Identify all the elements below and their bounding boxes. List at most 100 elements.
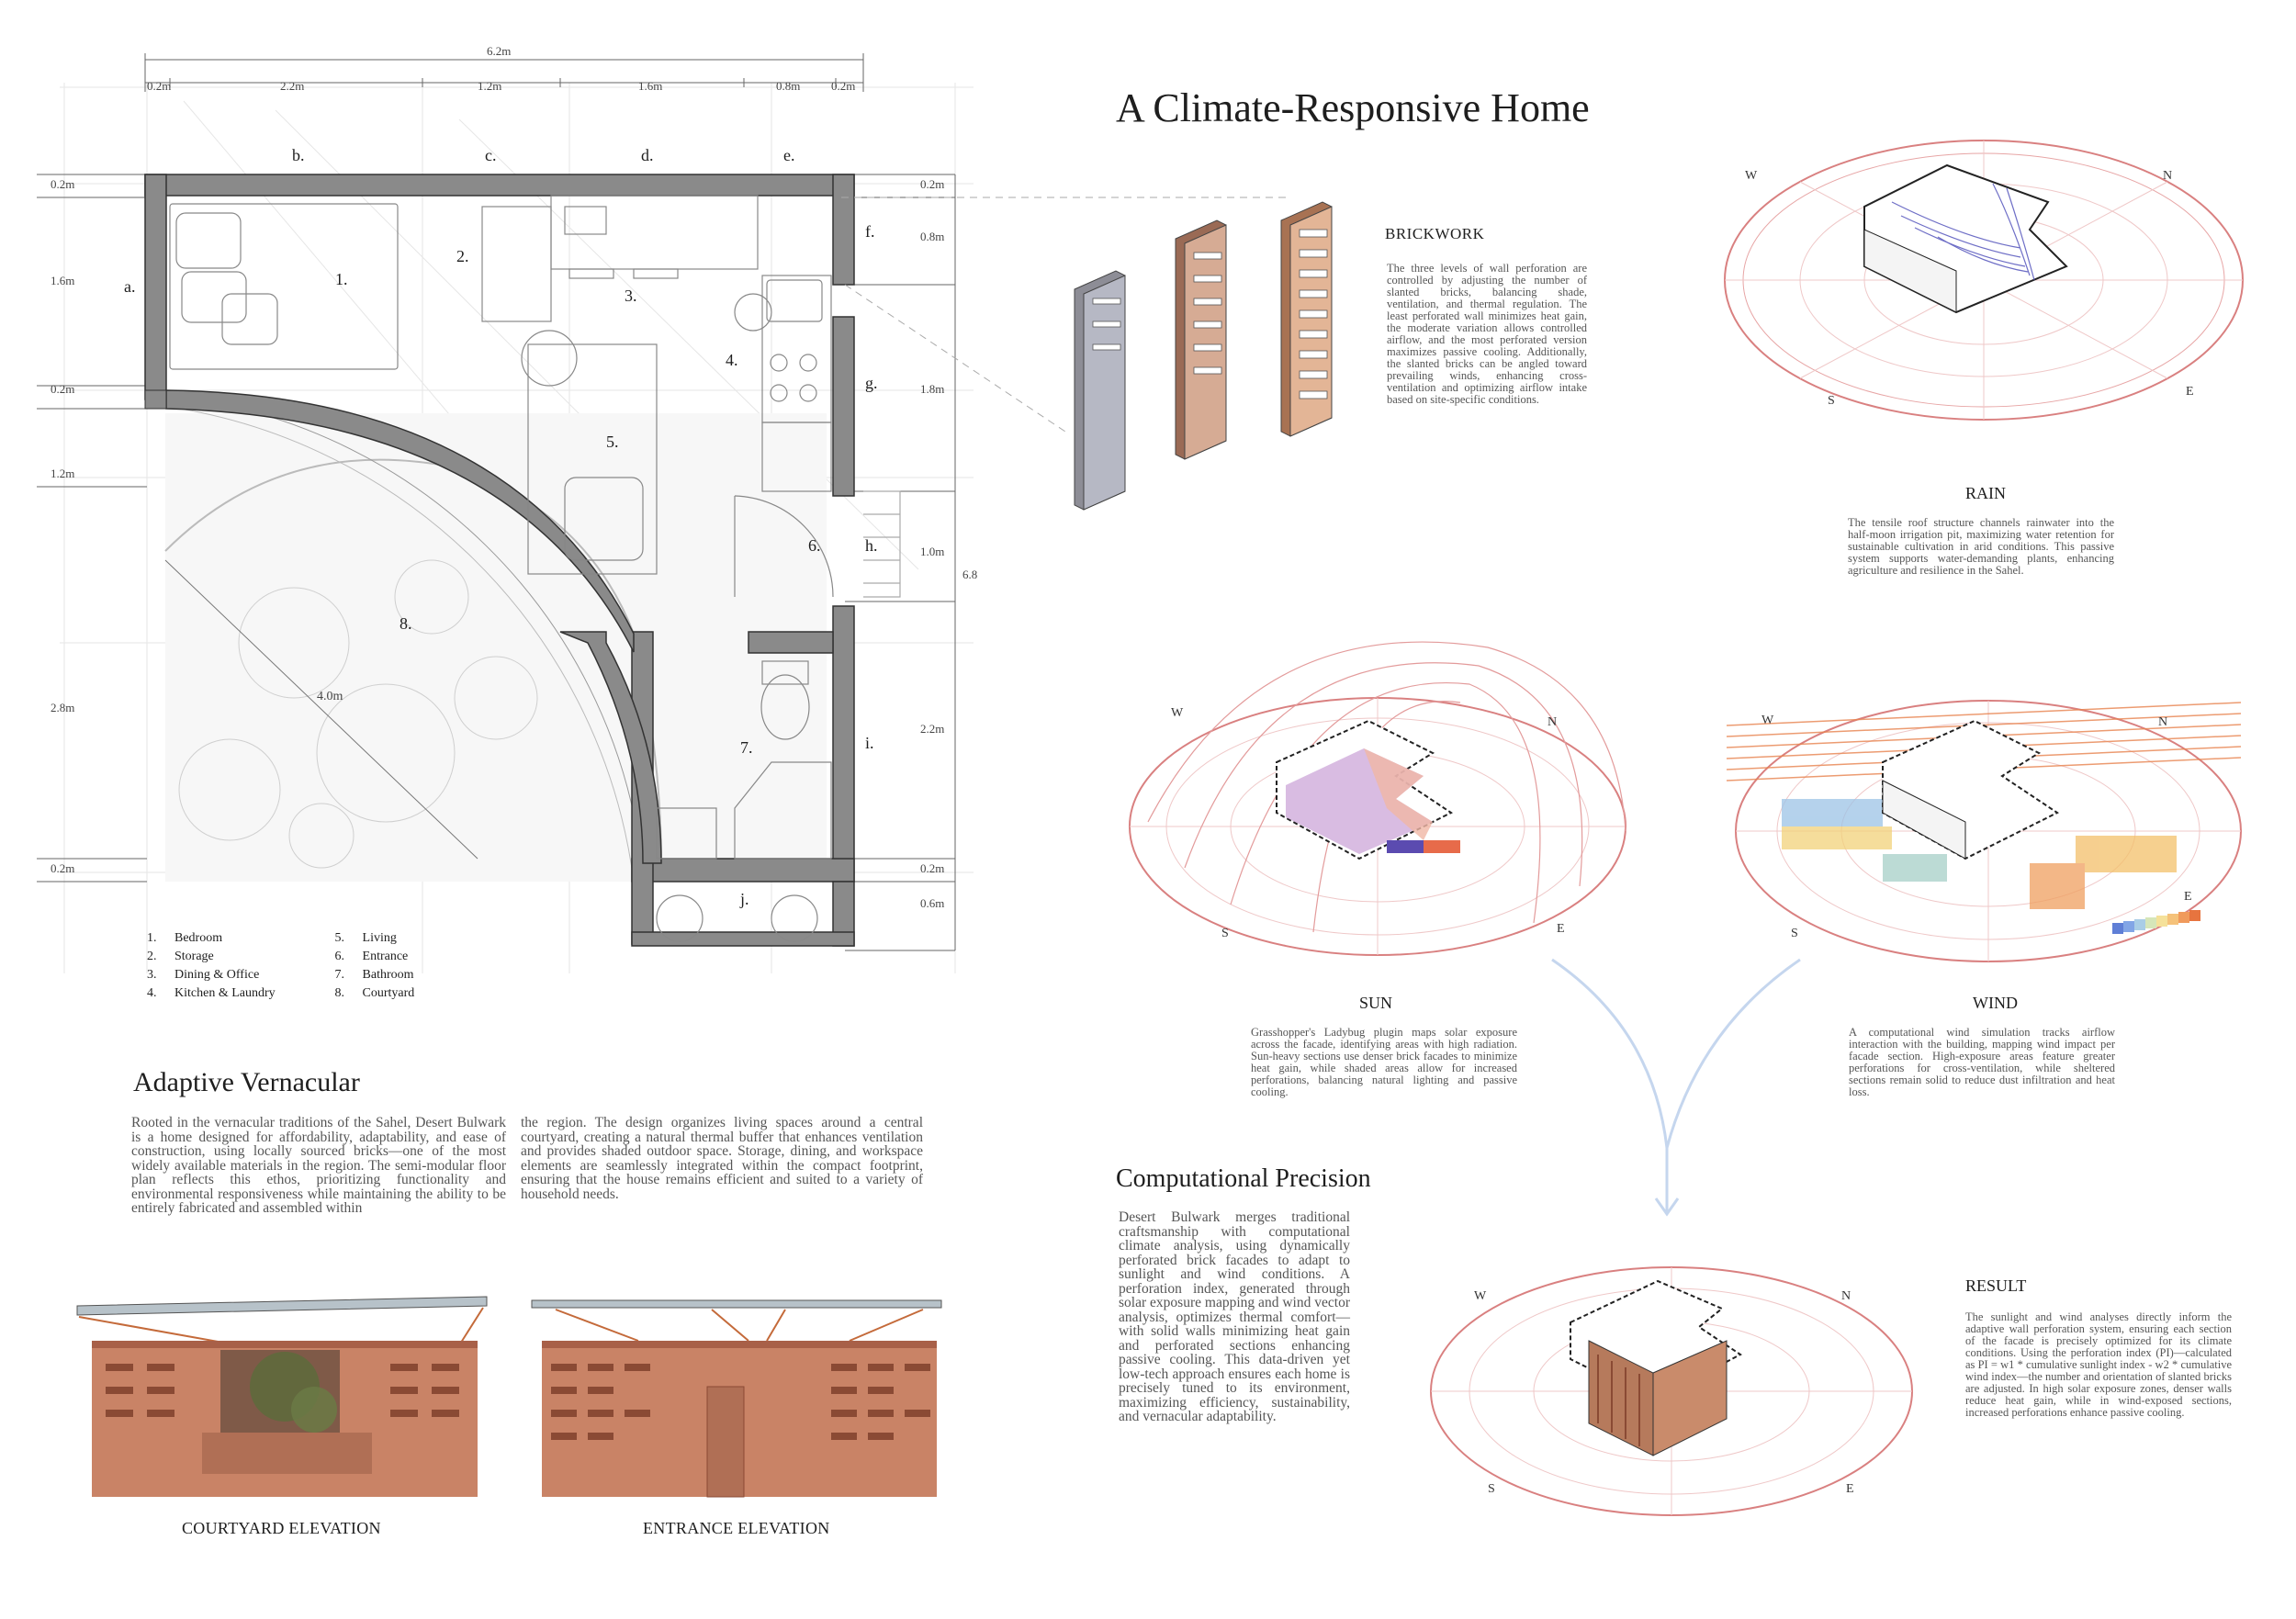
courtyard-radius-label: 4.0m [317, 690, 343, 703]
compass-s: S [1828, 394, 1835, 408]
wall-letter: j. [739, 890, 749, 908]
dimension-labels: 6.2m 0.2m 2.2m 1.2m 1.6m 0.8m 0.2m 0.2m … [51, 44, 977, 910]
adaptive-heading: Adaptive Vernacular [133, 1067, 360, 1097]
furniture [169, 195, 901, 942]
compass-n: N [1548, 715, 1557, 729]
room-number: 6. [808, 536, 821, 555]
room-number: 1. [335, 270, 348, 288]
flow-arrows [1551, 958, 1801, 1217]
compass-w: W [1474, 1289, 1487, 1303]
room-number: 5. [606, 433, 619, 451]
rain-text: The tensile roof structure channels rain… [1848, 516, 2114, 577]
sun-text: Grasshopper's Ladybug plugin maps solar … [1251, 1026, 1517, 1098]
result-diagram: W N S E [1430, 1266, 1913, 1516]
compass-s: S [1488, 1482, 1495, 1496]
compass-n: N [2158, 715, 2167, 729]
wall-letter: e. [783, 146, 795, 164]
page-title: A Climate-Responsive Home [1116, 85, 1590, 130]
dim-right: 0.6m [920, 896, 944, 910]
legend-item: 4.Kitchen & Laundry [147, 986, 276, 1000]
dim-right: 2.2m [920, 722, 944, 736]
brickwork-text: The three levels of wall perforation are… [1387, 262, 1587, 406]
dim-right: 0.8m [920, 230, 944, 243]
brick-samples [836, 197, 1333, 511]
dim-left: 0.2m [51, 382, 74, 396]
dim-top: 2.2m [280, 79, 304, 93]
dim-top: 1.6m [638, 79, 662, 93]
legend-item: 5.Living [334, 931, 397, 945]
dim-total-height: 6.8 [962, 568, 977, 581]
entrance-elevation [531, 1299, 942, 1498]
wind-legend-bar [2112, 910, 2200, 934]
brickwork-heading: BRICKWORK [1385, 225, 1485, 242]
room-number: 4. [726, 351, 738, 369]
shower [734, 761, 832, 860]
living-rug [527, 343, 658, 575]
compass-e: E [2186, 385, 2194, 399]
dim-right: 1.8m [920, 382, 944, 396]
compass-w: W [1761, 714, 1774, 727]
floor-plan: 6.2m 0.2m 2.2m 1.2m 1.6m 0.8m 0.2m 0.2m … [37, 44, 977, 973]
brick-wall-least-perforated [1074, 270, 1126, 511]
legend-item: 8.Courtyard [334, 986, 415, 1000]
compass-e: E [1557, 922, 1565, 936]
entrance-elevation-caption: ENTRANCE ELEVATION [643, 1519, 830, 1537]
sun-heading: SUN [1359, 994, 1393, 1012]
dim-left: 2.8m [51, 701, 74, 714]
result-text: The sunlight and wind analyses directly … [1965, 1310, 2232, 1419]
wall-letter: d. [641, 146, 654, 164]
dim-right: 1.0m [920, 545, 944, 558]
exterior-walls [144, 174, 855, 947]
compass-e: E [1846, 1482, 1854, 1496]
compass-e: E [2184, 890, 2192, 904]
wall-letter: h. [865, 536, 878, 555]
room-legend: 1.Bedroom 2.Storage 3.Dining & Office 4.… [147, 929, 459, 1003]
laundry [761, 422, 832, 492]
wind-heading: WIND [1973, 994, 2018, 1012]
room-numbers: 1. 2. 3. 4. 5. 6. 7. 8. [335, 247, 821, 757]
legend-item: 6.Entrance [334, 950, 409, 963]
dim-top: 1.2m [478, 79, 501, 93]
wind-text: A computational wind simulation tracks a… [1849, 1026, 2115, 1098]
entrance-door-swing [734, 495, 834, 598]
dim-total-width: 6.2m [487, 44, 511, 58]
armchair [564, 477, 644, 561]
adaptive-text-col2: the region. The design organizes living … [521, 1115, 923, 1202]
wall-letter: b. [292, 146, 305, 164]
compass-n: N [2163, 169, 2172, 183]
room-number: 3. [625, 287, 637, 305]
legend-item: 1.Bedroom [147, 931, 223, 945]
result-heading: RESULT [1965, 1276, 2027, 1295]
sink [656, 807, 717, 860]
legend-item: 3.Dining & Office [147, 968, 260, 982]
legend-item: 2.Storage [147, 950, 214, 963]
dim-top: 0.2m [831, 79, 855, 93]
wall-letter: f. [865, 222, 875, 241]
dim-top: 0.8m [776, 79, 800, 93]
toilet [760, 674, 810, 740]
room-number: 7. [740, 738, 753, 757]
wall-letter: a. [124, 277, 136, 296]
room-number: 8. [400, 614, 412, 633]
courtyard-vegetation [178, 559, 538, 869]
compass-w: W [1745, 169, 1758, 183]
wall-letters: a. b. c. d. e. f. g. h. i. j. [124, 146, 878, 908]
wall-letter: g. [865, 374, 878, 392]
compass-s: S [1221, 927, 1229, 940]
computational-text: Desert Bulwark merges traditional crafts… [1119, 1209, 1350, 1424]
legend-item: 7.Bathroom [334, 968, 414, 982]
dim-left: 1.2m [51, 467, 74, 480]
sun-diagram: W N S E [1129, 641, 1626, 956]
rain-heading: RAIN [1965, 484, 2006, 502]
compass-s: S [1791, 927, 1798, 940]
wind-diagram: W N S E [1726, 700, 2242, 962]
dim-left: 0.2m [51, 177, 74, 191]
courtyard-elevation-caption: COURTYARD ELEVATION [182, 1519, 381, 1537]
compass-n: N [1841, 1289, 1851, 1303]
dim-right: 0.2m [920, 177, 944, 191]
adaptive-text-col1: Rooted in the vernacular traditions of t… [131, 1115, 506, 1216]
room-number: 2. [456, 247, 469, 265]
wall-letter: c. [485, 146, 497, 164]
dim-top: 0.2m [147, 79, 171, 93]
dim-right: 0.2m [920, 861, 944, 875]
